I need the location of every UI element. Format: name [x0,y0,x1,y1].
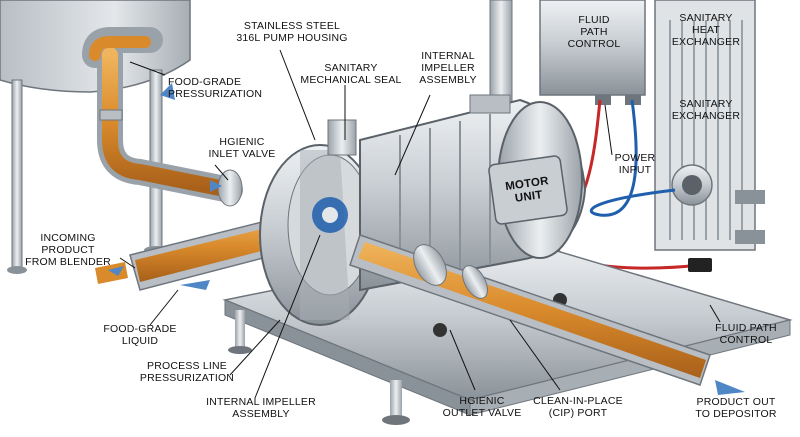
label-inlet-valve: HGIENIC INLET VALVE [196,136,288,160]
label-outlet-valve: HGIENIC OUTLET VALVE [440,395,524,419]
label-power-input: POWER INPUT [610,152,660,176]
label-product-out: PRODUCT OUT TO DEPOSITOR [686,396,786,420]
label-food-grade-liquid: FOOD-GRADE LIQUID [100,323,180,347]
label-fluid-path-control-top: FLUID PATH CONTROL [566,14,622,50]
wire-connector [688,258,712,272]
label-sanitary-mechanical-seal: SANITARY MECHANICAL SEAL [296,62,406,86]
label-pump-housing: STAINLESS STEEL 316L PUMP HOUSING [232,20,352,44]
label-food-grade-pressurization: FOOD-GRADE PRESSURIZATION [168,76,288,100]
label-internal-impeller-bottom: INTERNAL IMPELLER ASSEMBLY [196,396,326,420]
label-cip-port: CLEAN-IN-PLACE (CIP) PORT [524,395,632,419]
label-sanitary-heat-exchanger: SANITARY HEAT EXCHANGER [668,12,744,48]
label-sanitary-exchanger: SANITARY EXCHANGER [668,98,744,122]
label-incoming-product: INCOMING PRODUCT FROM BLENDER [18,232,118,268]
label-fluid-path-control-right: FLUID PATH CONTROL [706,322,786,346]
label-process-line-pressurization: PROCESS LINE PRESSURIZATION [132,360,242,384]
label-internal-impeller-top: INTERNAL IMPELLER ASSEMBLY [412,50,484,86]
